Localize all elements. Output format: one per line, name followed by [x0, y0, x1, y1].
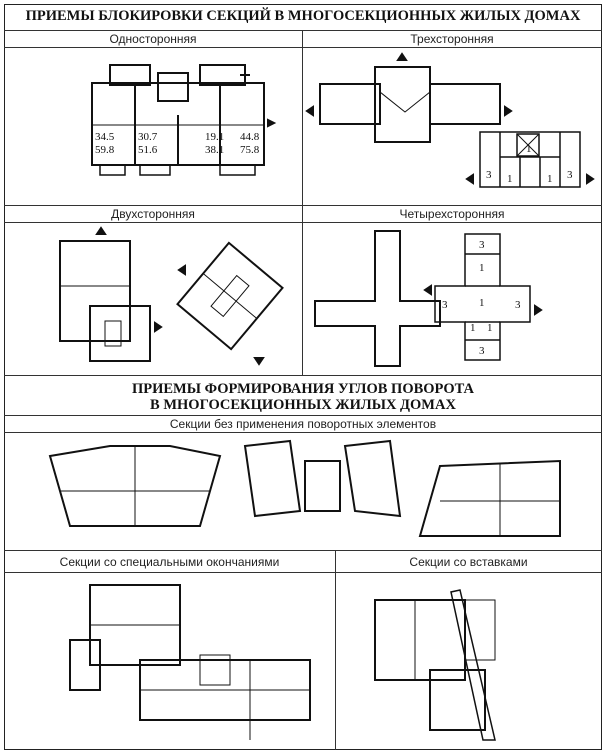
svg-text:75.8: 75.8 — [240, 144, 260, 156]
label-inserts: Секции со вставками — [409, 555, 528, 569]
divider — [4, 205, 602, 206]
divider — [4, 550, 602, 551]
label-no-turn-elements: Секции без применения поворотных элемент… — [169, 417, 437, 431]
label-one-sided: Односторонняя — [109, 32, 197, 46]
label-two-sided: Двухсторонняя — [111, 207, 195, 221]
svg-text:19.1: 19.1 — [205, 131, 224, 143]
svg-text:1: 1 — [547, 173, 553, 185]
one-sided-floor-plan: 34.5 59.8 30.7 51.6 19.1 38.1 44.8 75.8 — [91, 64, 277, 176]
svg-text:38.1: 38.1 — [205, 144, 224, 156]
section2-title-line1: ПРИЕМЫ ФОРМИРОВАНИЯ УГЛОВ ПОВОРОТА — [131, 381, 475, 397]
svg-text:3: 3 — [479, 345, 485, 357]
svg-text:30.7: 30.7 — [138, 131, 158, 143]
three-sided-floor-plan: 3 1 1 1 3 — [305, 52, 595, 188]
divider — [4, 572, 602, 573]
inserts-floor-plan — [374, 589, 496, 741]
svg-text:3: 3 — [515, 299, 521, 311]
svg-text:1: 1 — [479, 297, 485, 309]
divider — [4, 432, 602, 433]
label-four-sided: Четырехсторонняя — [399, 207, 505, 221]
svg-text:44.8: 44.8 — [240, 131, 260, 143]
svg-text:51.6: 51.6 — [138, 144, 158, 156]
divider — [4, 375, 602, 376]
turn-sections-floor-plans — [48, 439, 561, 537]
special-endings-floor-plan — [69, 584, 311, 740]
divider — [335, 550, 336, 750]
svg-text:1: 1 — [479, 262, 485, 274]
svg-text:1: 1 — [526, 143, 532, 155]
svg-text:3: 3 — [486, 169, 492, 181]
svg-text:1: 1 — [507, 173, 513, 185]
label-three-sided: Трехсторонняя — [410, 32, 494, 46]
divider — [4, 222, 602, 223]
four-sided-floor-plan: 3 1 1 3 3 1 1 3 — [314, 230, 543, 367]
section1-title: ПРИЕМЫ БЛОКИРОВКИ СЕКЦИЙ В МНОГОСЕКЦИОНН… — [25, 8, 581, 24]
section2-title-line2: В МНОГОСЕКЦИОННЫХ ЖИЛЫХ ДОМАХ — [150, 397, 456, 413]
divider — [302, 30, 303, 375]
svg-text:3: 3 — [479, 239, 485, 251]
svg-text:1: 1 — [487, 322, 493, 334]
page-frame — [4, 4, 602, 750]
divider — [4, 30, 602, 31]
label-special-endings: Секции со специальными окончаниями — [59, 555, 280, 569]
divider — [4, 415, 602, 416]
svg-text:3: 3 — [567, 169, 573, 181]
two-sided-floor-plan — [59, 226, 284, 366]
area-value: 34.5 — [95, 131, 115, 143]
divider — [4, 47, 602, 48]
svg-text:1: 1 — [470, 322, 476, 334]
svg-text:59.8: 59.8 — [95, 144, 115, 156]
svg-text:3: 3 — [442, 299, 448, 311]
